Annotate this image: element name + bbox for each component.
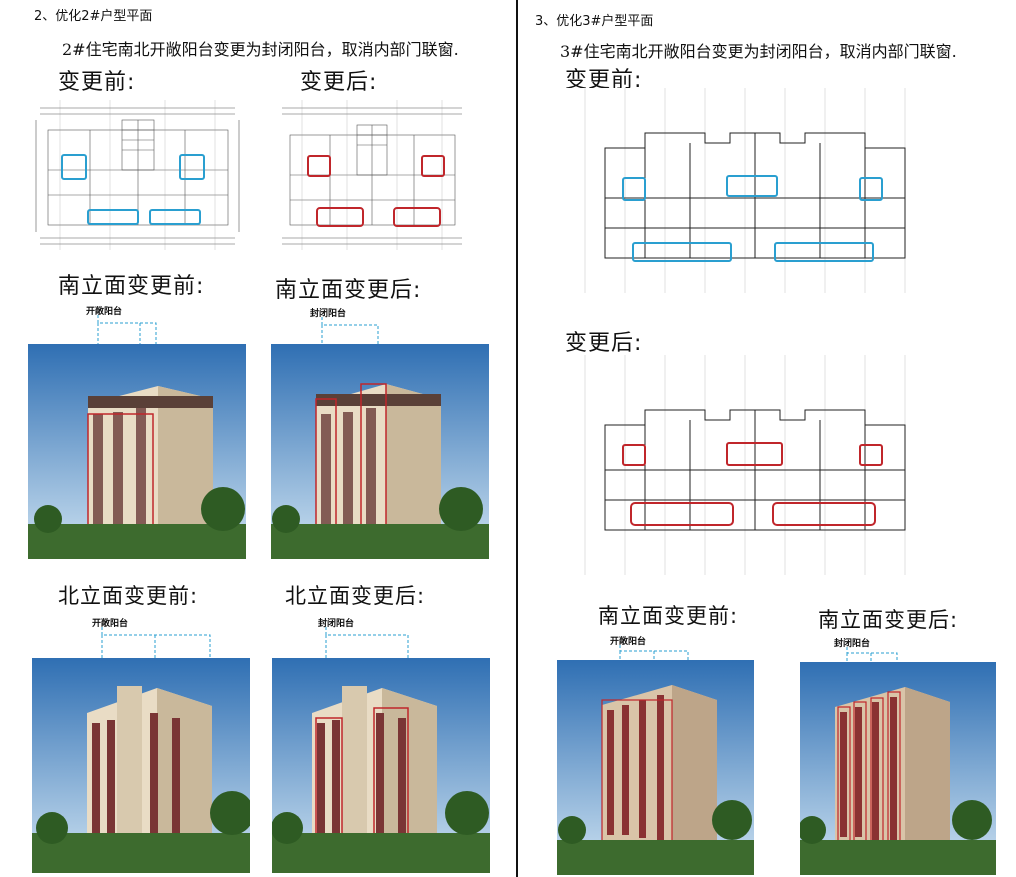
- callout-open-balcony-2s: 开敞阳台: [86, 307, 123, 317]
- change-note-3: 3#住宅南北开敞阳台变更为封闭阳台，取消内部门联窗.: [560, 42, 957, 61]
- plan-before-label-2: 变更前:: [58, 70, 136, 95]
- south-after-label-2: 南立面变更后:: [275, 278, 422, 303]
- south-after-label-3: 南立面变更后:: [818, 608, 959, 632]
- column-divider: [516, 0, 518, 877]
- south-before-label-3: 南立面变更前:: [598, 604, 739, 628]
- floor-plan-3-after: [565, 355, 945, 575]
- callout-closed-balcony-3s: 封闭阳台: [834, 639, 871, 649]
- floor-plan-2-before: [30, 100, 245, 250]
- callout-open-balcony-2n: 开敞阳台: [92, 619, 129, 629]
- south-render-2-after: [271, 344, 489, 559]
- section-title-3: 3、优化3#户型平面: [535, 14, 654, 29]
- section-title-2: 2、优化2#户型平面: [34, 9, 153, 24]
- north-before-label-2: 北立面变更前:: [58, 584, 199, 608]
- change-note-2: 2#住宅南北开敞阳台变更为封闭阳台，取消内部门联窗.: [62, 40, 459, 59]
- callout-lines-2n-before: [101, 627, 211, 662]
- callout-closed-balcony-2n: 封闭阳台: [318, 619, 355, 629]
- plan-after-label-3: 变更后:: [565, 331, 643, 356]
- south-render-3-before: [557, 660, 754, 875]
- south-render-2-before: [28, 344, 246, 559]
- callout-open-balcony-3s: 开敞阳台: [610, 637, 647, 647]
- plan-after-label-2: 变更后:: [300, 70, 378, 95]
- floor-plan-3-before: [565, 88, 945, 293]
- north-render-2-after: [272, 658, 490, 873]
- north-render-2-before: [32, 658, 250, 873]
- floor-plan-2-after: [272, 100, 472, 250]
- callout-closed-balcony-2s: 封闭阳台: [310, 309, 347, 319]
- north-after-label-2: 北立面变更后:: [285, 584, 426, 608]
- callout-lines-2n-after: [325, 627, 409, 662]
- south-before-label-2: 南立面变更前:: [58, 274, 205, 299]
- south-render-3-after: [800, 662, 996, 875]
